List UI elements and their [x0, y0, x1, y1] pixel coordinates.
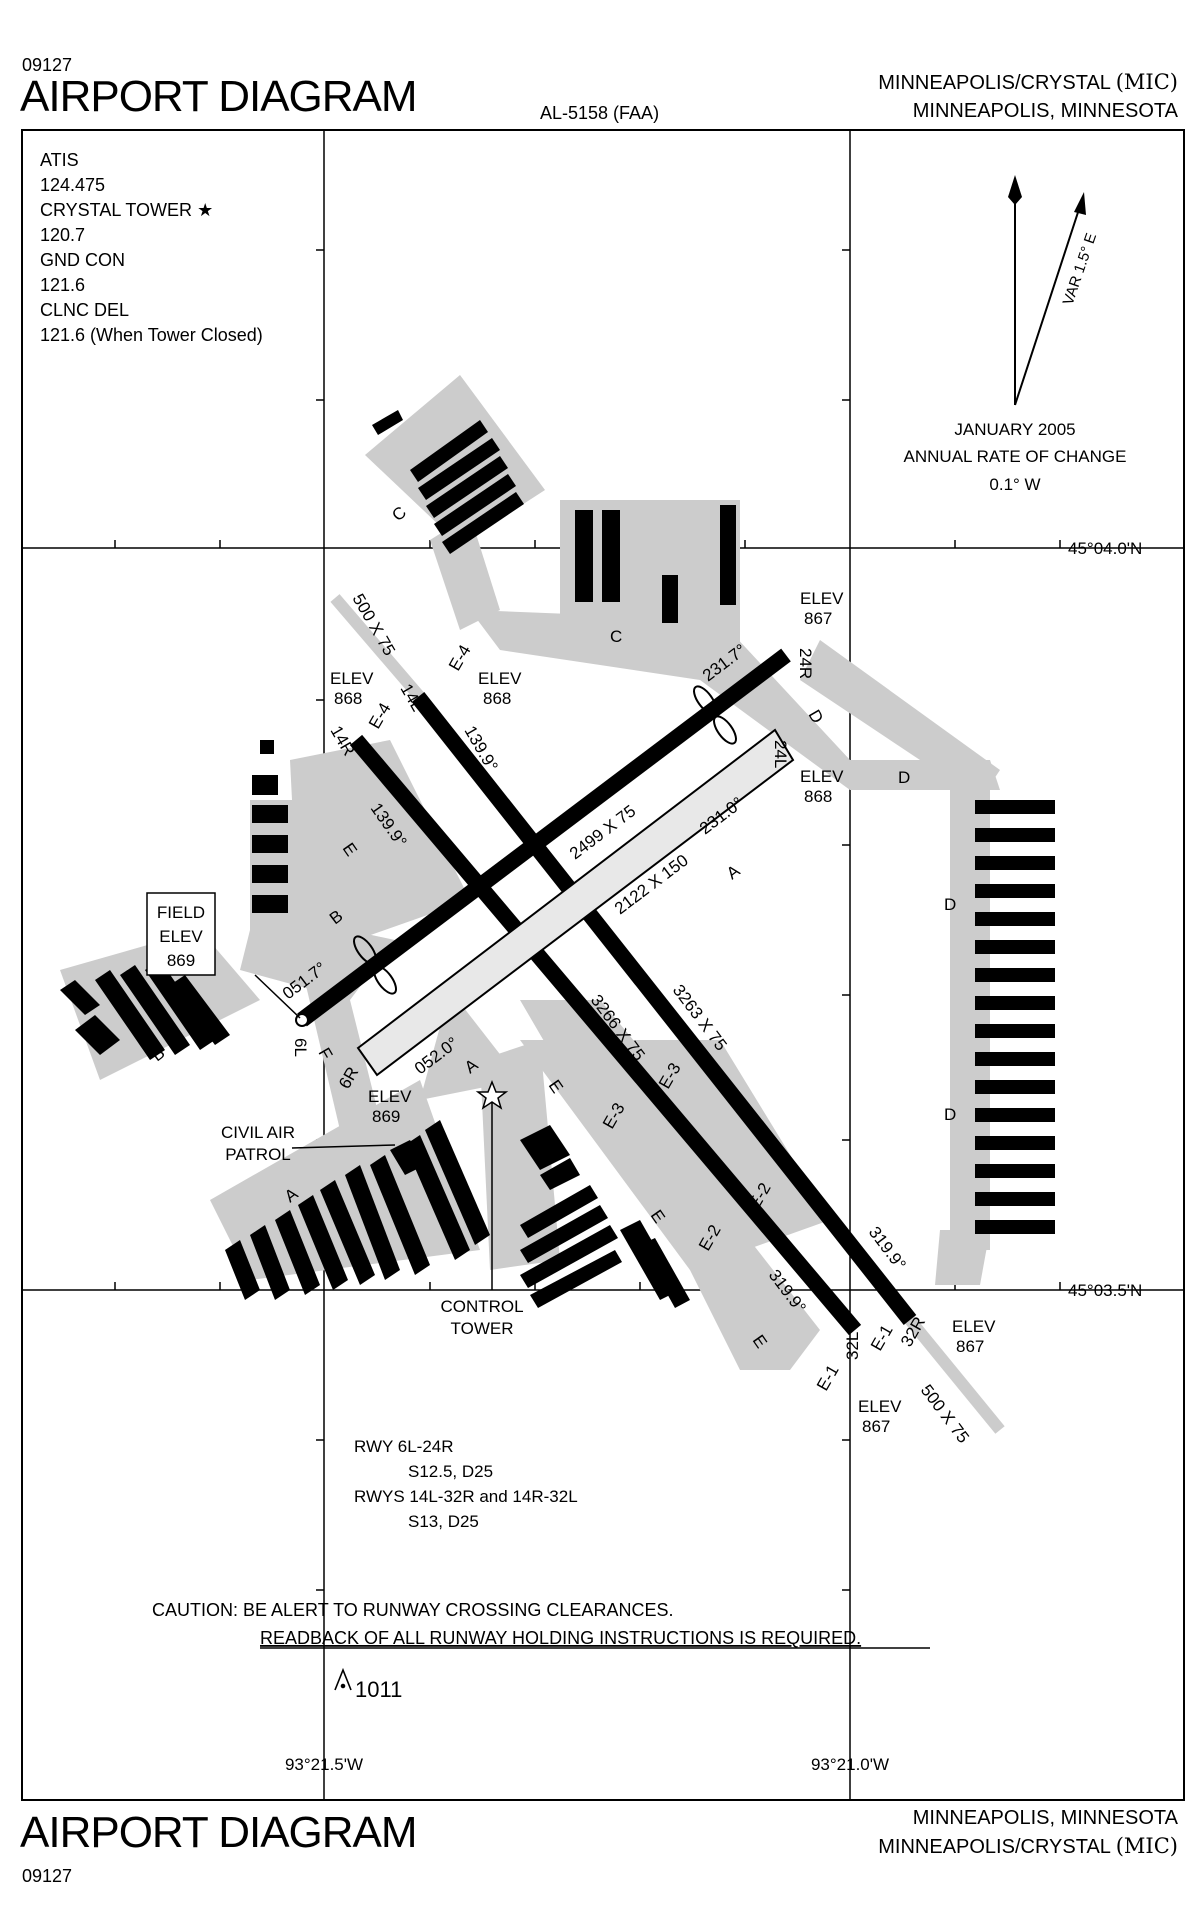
- elev-6r-label: ELEV: [368, 1087, 412, 1106]
- clearance-frequency: 121.6 (When Tower Closed): [40, 325, 263, 345]
- taxiway-c: [470, 610, 850, 790]
- var-label: VAR 1.5° E: [1060, 231, 1100, 307]
- clearance-label: CLNC DEL: [40, 300, 130, 320]
- footer-airport: MINNEAPOLIS, MINNESOTA MINNEAPOLIS/CRYST…: [878, 1804, 1178, 1861]
- taxiway-c-label-1: C: [388, 503, 410, 525]
- civil-air-leader: [291, 1144, 396, 1149]
- obstacle-icon: [334, 1667, 352, 1691]
- apron-west: [290, 740, 470, 960]
- field-elev-title-2: ELEV: [159, 927, 203, 946]
- taxiway-a-label-1: A: [723, 861, 744, 883]
- taxiway-c-label-2: C: [610, 627, 622, 646]
- obstacle-height: 1011: [355, 1677, 402, 1702]
- star-icon: ★: [197, 200, 214, 220]
- airport-city: MINNEAPOLIS, MINNESOTA: [912, 100, 1178, 122]
- strength-line-3: RWYS 14L-32R and 14R-32L: [354, 1487, 578, 1506]
- runway-24l-label: 24L: [771, 740, 790, 768]
- taxiway-e4-label-2: E-4: [445, 642, 475, 674]
- taxiway-d-east: [950, 780, 990, 1250]
- elev-14r-label: ELEV: [330, 669, 374, 688]
- runway-14l-32r: [411, 692, 917, 1325]
- footer-city: MINNEAPOLIS, MINNESOTA: [912, 1807, 1178, 1829]
- strength-line-4: S13, D25: [408, 1512, 479, 1531]
- runway-32l-label: 32L: [843, 1332, 862, 1360]
- field-elev-value: 869: [167, 951, 195, 970]
- field-elev-box: [146, 892, 216, 976]
- atis-frequency: 124.475: [40, 175, 106, 195]
- approach-symbols: [353, 685, 737, 995]
- atis-label: ATIS: [40, 150, 79, 170]
- control-tower-label-2: TOWER: [451, 1319, 514, 1338]
- footer-airport-id: (MIC): [1115, 1834, 1178, 1858]
- footer-title: AIRPORT DIAGRAM: [20, 1808, 418, 1857]
- lon-left-label: 93°21.5'W: [285, 1755, 363, 1774]
- buildings: [60, 410, 1055, 1308]
- elev-14l-value: 868: [483, 689, 511, 708]
- page-title: AIRPORT DIAGRAM: [20, 72, 418, 121]
- map-frame: [21, 129, 1185, 1801]
- lat-top-label: 45°04.0'N: [1068, 539, 1142, 558]
- caution-line-1: CAUTION: BE ALERT TO RUNWAY CROSSING CLE…: [152, 1600, 673, 1620]
- civil-air-label-1: CIVIL AIR: [221, 1123, 295, 1142]
- elev-24r-value: 867: [804, 609, 832, 628]
- taxiway-e1-label-2: E-1: [813, 1362, 843, 1394]
- magvar-date: JANUARY 2005: [954, 420, 1075, 439]
- runway-6l-24r: [297, 648, 791, 1027]
- elev-24r-label: ELEV: [800, 589, 844, 608]
- elev-24l-value: 868: [804, 787, 832, 806]
- lat-bottom-label: 45°03.5'N: [1068, 1281, 1142, 1300]
- taxiway-e: [620, 1100, 820, 1370]
- strength-line-1: RWY 6L-24R: [354, 1437, 454, 1456]
- caution-line-2: READBACK OF ALL RUNWAY HOLDING INSTRUCTI…: [260, 1628, 861, 1648]
- north-arrow-icon: [1008, 175, 1022, 405]
- runway-24r-label: 24R: [796, 648, 815, 679]
- comms-block: ATIS 124.475 CRYSTAL TOWER ★ 120.7 GND C…: [40, 148, 263, 348]
- footer-airport-name: MINNEAPOLIS/CRYSTAL: [878, 1836, 1111, 1858]
- control-tower-icon: [475, 1079, 509, 1110]
- taxiway-e1-label-1: E-1: [867, 1322, 897, 1354]
- tower-frequency: 120.7: [40, 225, 86, 245]
- control-tower-label-1: CONTROL: [440, 1297, 523, 1316]
- taxiway-e4-label-1: E-4: [365, 700, 395, 732]
- elev-14l-label: ELEV: [478, 669, 522, 688]
- elev-32l-label: ELEV: [858, 1397, 902, 1416]
- taxiway-d-label-3: D: [944, 895, 956, 914]
- magvar-rate-label: ANNUAL RATE OF CHANGE: [904, 447, 1127, 466]
- airport-id: (MIC): [1115, 70, 1178, 94]
- blast-pad-32r: [905, 1316, 1005, 1434]
- runway-14r-32l: [349, 734, 862, 1336]
- strength-line-2: S12.5, D25: [408, 1462, 493, 1481]
- apron-north: [365, 375, 545, 545]
- elev-32l-value: 867: [862, 1417, 890, 1436]
- footer-chart-number: 09127: [22, 1866, 73, 1886]
- publication-id: AL-5158 (FAA): [540, 103, 660, 123]
- blast-pad-14l: [330, 594, 425, 701]
- field-elev-title-1: FIELD: [157, 903, 205, 922]
- taxiway-d-label-4: D: [944, 1105, 956, 1124]
- runway-6l-label: 6L: [291, 1038, 310, 1057]
- elev-32r-value: 867: [956, 1337, 984, 1356]
- airport-name: MINNEAPOLIS/CRYSTAL: [878, 72, 1111, 94]
- civil-air-label-2: PATROL: [225, 1145, 291, 1164]
- magnetic-north-icon: [1014, 192, 1086, 406]
- runway-6r-24l: [356, 728, 795, 1077]
- lon-right-label: 93°21.0'W: [811, 1755, 889, 1774]
- ground-label: GND CON: [40, 250, 125, 270]
- ground-frequency: 121.6: [40, 275, 86, 295]
- elev-6r-value: 869: [372, 1107, 400, 1126]
- tower-label: CRYSTAL TOWER: [40, 200, 193, 220]
- taxiway-d-label-2: D: [898, 768, 910, 787]
- elev-14r-value: 868: [334, 689, 362, 708]
- elev-24l-label: ELEV: [800, 767, 844, 786]
- field-elev-leader: [254, 974, 301, 1019]
- chart-number: 09127: [22, 55, 73, 75]
- elev-32r-label: ELEV: [952, 1317, 996, 1336]
- runways: [295, 648, 917, 1336]
- magvar-rate: 0.1° W: [989, 475, 1040, 494]
- airport-header: MINNEAPOLIS/CRYSTAL (MIC) MINNEAPOLIS, M…: [878, 68, 1178, 125]
